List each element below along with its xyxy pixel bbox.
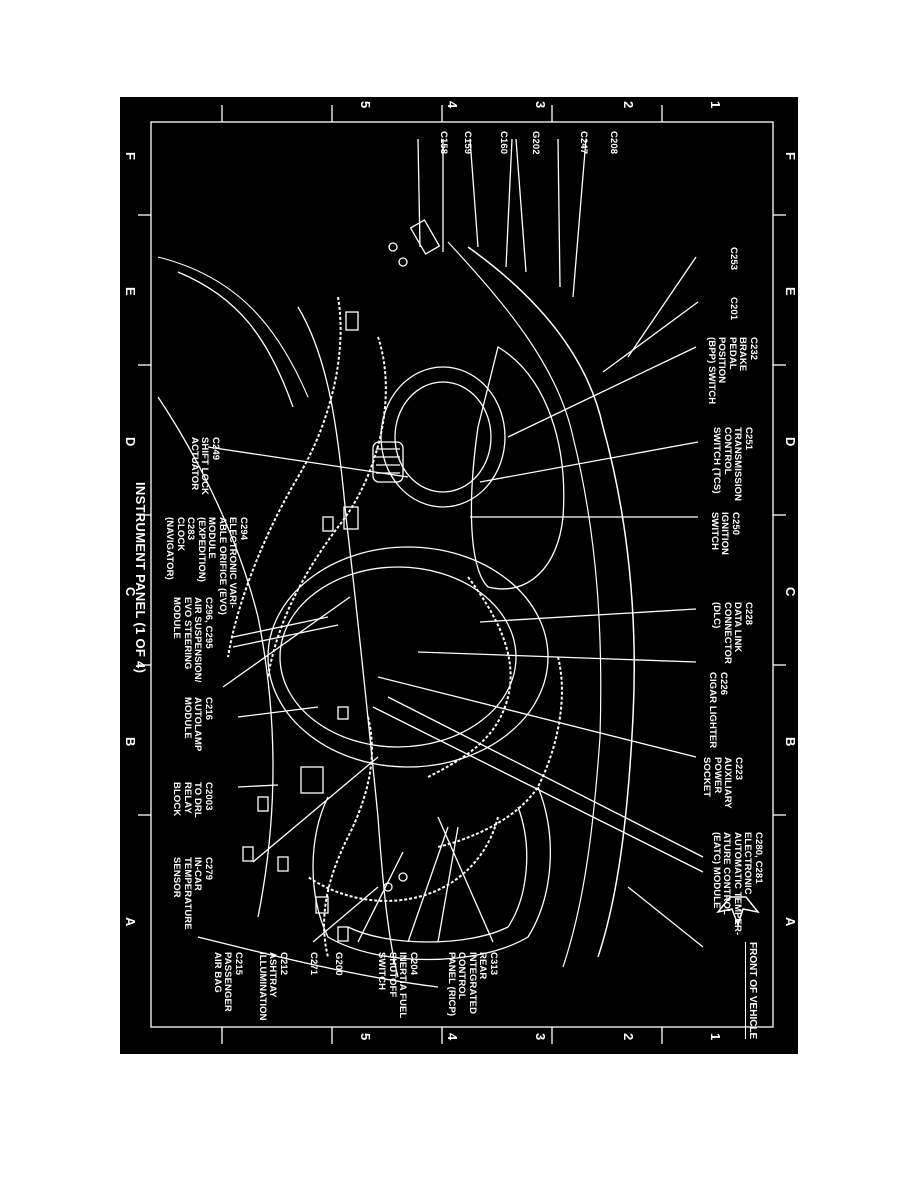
- front-of-vehicle-arrow-icon: [716, 896, 760, 928]
- diagram-canvas: F E D C B A F E D C B A 1 2 3 4 5 1 2 3 …: [120, 97, 798, 1054]
- wiring-line-art: [138, 105, 786, 1044]
- grid-frame: [150, 121, 774, 1028]
- diagram-panel: F E D C B A F E D C B A 1 2 3 4 5 1 2 3 …: [120, 97, 798, 1054]
